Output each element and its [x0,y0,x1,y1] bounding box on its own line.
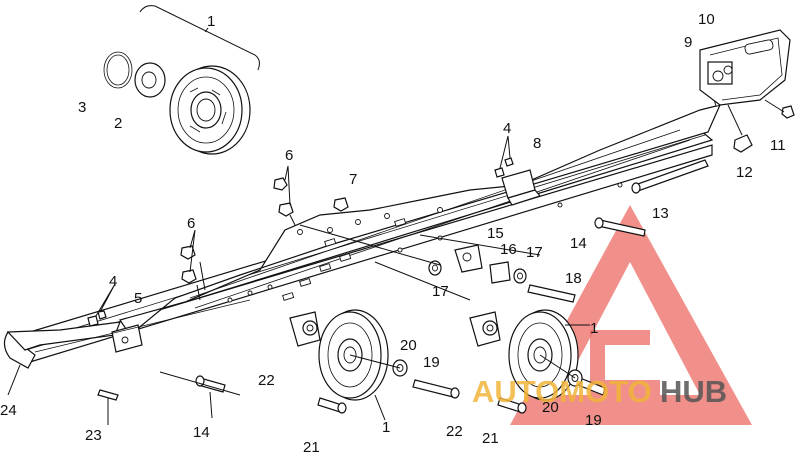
fasteners-11-12 [727,99,795,153]
callout-14-rear: 14 [570,235,587,252]
callout-11: 11 [770,137,786,154]
front-leaders [7,364,213,425]
callout-5: 5 [134,290,142,307]
callout-16: 16 [500,241,517,258]
idler-wheel-part-right [508,309,579,401]
watermark-brand-primary: AUTOMOTO [472,374,652,409]
callout-6-upper: 6 [285,147,293,164]
callout-20-left: 20 [400,337,417,354]
idler-wheel-part-left [318,309,389,401]
callout-4-front: 4 [109,273,117,290]
callout-24: 24 [0,402,17,419]
callout-labels: 1 2 3 4 4 5 6 6 7 8 9 10 11 12 13 14 14 … [0,11,786,456]
callout-9: 9 [684,34,692,51]
wheel-bracket-right [469,311,501,347]
lower-wheels-group [289,309,606,421]
callout-3: 3 [78,99,86,116]
wheel-bracket-left [289,311,321,347]
snap-ring-part [103,51,133,89]
adjuster-group [428,244,576,303]
callout-1-left: 1 [382,419,390,436]
rear-adjuster-bracket [707,61,733,85]
callout-7: 7 [349,171,357,188]
assembly-leaders [199,224,541,301]
callout-1-top: 1 [207,13,215,30]
idler-wheel-part-top [169,65,251,155]
callout-4-mid: 4 [503,120,511,137]
watermark-brand-secondary: HUB [660,374,727,409]
callout-2: 2 [114,115,122,132]
left-rail-assembly [3,29,791,369]
callout-6-lower: 6 [187,215,195,232]
callout-14-front: 14 [193,424,210,441]
watermark-text: AUTOMOTO HUB [472,374,727,409]
wear-strip [34,299,251,353]
top-pulley-group [103,5,260,155]
callout-17-right: 17 [526,244,543,261]
bolts-6-7 [180,165,349,301]
callout-8: 8 [533,135,541,152]
axles-13-14 [159,159,709,396]
rivets-4 [87,135,514,327]
callout-20-right: 20 [542,399,559,416]
callout-13: 13 [652,205,669,222]
callout-22-left: 22 [258,372,275,389]
callout-19-right: 19 [585,412,602,429]
callout-21-left: 21 [303,439,320,456]
callout-21-right: 21 [482,430,499,447]
rear-end-cap [699,29,791,106]
callout-22-right: 22 [446,423,463,440]
callout-17-left: 17 [432,283,449,300]
callout-1-right: 1 [590,320,598,337]
washer-part [134,62,166,98]
mid-bracket-part [501,169,542,206]
callout-10: 10 [698,11,715,28]
callout-12: 12 [736,164,753,181]
callout-15: 15 [487,225,504,242]
callout-18: 18 [565,270,582,287]
callout-23: 23 [85,427,102,444]
callout-19-left: 19 [423,354,440,371]
